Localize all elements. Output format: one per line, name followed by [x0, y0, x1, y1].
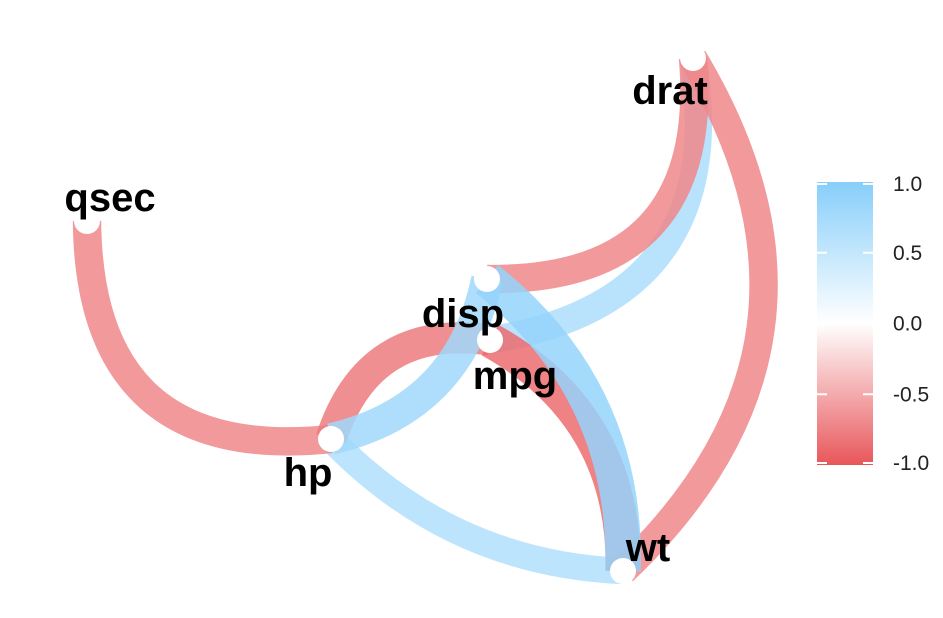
- edge-drat-wt: [613, 50, 778, 582]
- legend-tick-label: 1.0: [893, 173, 922, 196]
- labels-layer: mpg disp hp drat wt qsec: [64, 69, 707, 570]
- edge-disp-wt: [475, 265, 641, 572]
- node-hp: [318, 426, 344, 452]
- node-label-qsec: qsec: [64, 176, 155, 220]
- edges-layer: [72, 50, 778, 585]
- legend-tick-label: 0.0: [893, 313, 922, 336]
- color-legend: 1.0 0.5 0.0 -0.5 -1.0: [817, 173, 929, 475]
- edge-hp-wt: [321, 429, 624, 585]
- legend-tick-label: 0.5: [893, 242, 922, 265]
- edge-hp-disp: [327, 275, 503, 455]
- nodes-layer: [74, 45, 706, 584]
- node-mpg: [477, 327, 503, 353]
- node-label-wt: wt: [625, 526, 670, 570]
- node-wt: [610, 558, 636, 584]
- node-drat: [680, 45, 706, 71]
- node-label-hp: hp: [284, 451, 333, 495]
- legend-tick-label: -1.0: [893, 452, 929, 475]
- node-label-mpg: mpg: [473, 354, 557, 398]
- node-label-drat: drat: [632, 69, 708, 113]
- node-qsec: [74, 208, 100, 234]
- edge-qsec-hp: [72, 220, 333, 456]
- node-disp: [474, 266, 500, 292]
- edge-disp-drat: [486, 56, 709, 294]
- node-label-disp: disp: [422, 292, 504, 336]
- legend-tick-label: -0.5: [893, 383, 929, 406]
